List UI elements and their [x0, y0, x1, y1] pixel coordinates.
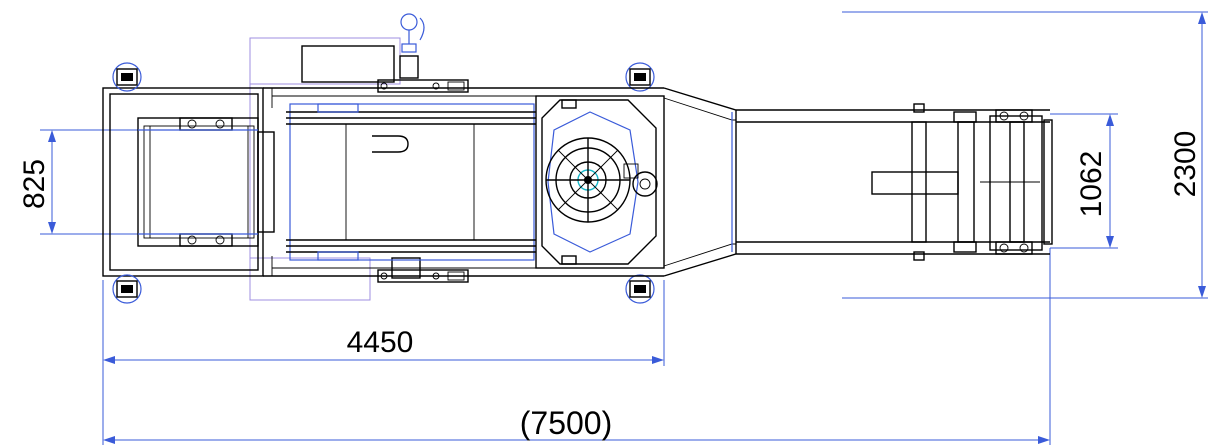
dim-width-right: 1062: [1075, 151, 1108, 218]
conveyor-drum: [286, 103, 536, 261]
crusher-housing: [535, 95, 665, 269]
taper-transition: [663, 87, 842, 277]
dim-width-left: 825: [18, 159, 51, 209]
pad-rear-left: [112, 274, 142, 304]
outrigger-pads: [112, 62, 655, 304]
dimension-lines: [40, 11, 1208, 445]
dim-overall-length: (7500): [520, 405, 613, 441]
hopper-frame: [102, 87, 275, 277]
dimension-labels: 825 1062 2300 4450 (7500): [18, 131, 1202, 441]
discharge-conveyor: [736, 103, 1053, 261]
rotor-icon: [545, 137, 631, 223]
main-chassis: [263, 13, 664, 283]
pad-front-right: [625, 62, 655, 92]
ghost-outline: [249, 37, 401, 301]
lifting-eye-icon: [399, 13, 425, 79]
dim-front-length: 4450: [347, 326, 414, 359]
dim-overall-width: 2300: [1169, 131, 1202, 198]
pad-front-left: [112, 62, 142, 92]
pad-rear-right: [625, 274, 655, 304]
